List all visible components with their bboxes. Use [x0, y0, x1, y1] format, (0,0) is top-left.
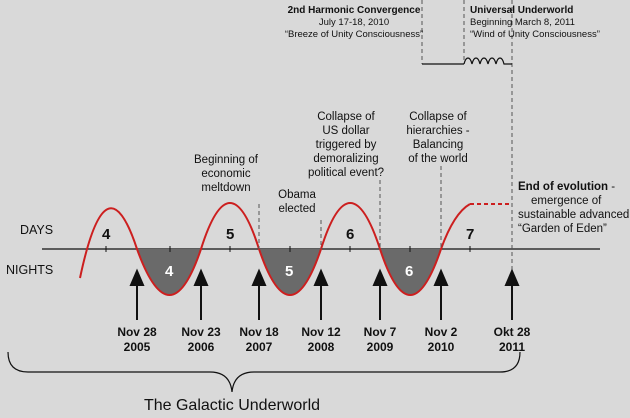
- svg-text:“Garden of Eden”: “Garden of Eden”: [518, 223, 607, 235]
- svg-text:US dollar: US dollar: [322, 125, 369, 137]
- svg-text:hierarchies -: hierarchies -: [406, 125, 469, 137]
- axis-ticks: [105, 246, 471, 252]
- svg-text:economic: economic: [201, 168, 250, 180]
- svg-text:2nd Harmonic Convergence: 2nd Harmonic Convergence: [288, 5, 421, 16]
- date-month: Okt 28: [494, 325, 531, 339]
- date-month: Nov 18: [239, 325, 279, 339]
- date-month: Nov 7: [364, 325, 397, 339]
- universal-wind-coil: [463, 57, 512, 65]
- svg-text:sustainable advanced: sustainable advanced: [518, 209, 629, 221]
- svg-text:Beginning March 8, 2011: Beginning March 8, 2011: [470, 17, 575, 28]
- date-year: 2010: [428, 340, 455, 354]
- night-number: 6: [405, 263, 413, 280]
- days-nights-wave: [79, 202, 471, 296]
- date-year: 2007: [246, 340, 273, 354]
- end-of-evolution-note: End of evolution - emergence of sustaina…: [518, 181, 629, 235]
- date-year: 2005: [124, 340, 151, 354]
- svg-text:Obama: Obama: [278, 189, 316, 201]
- end-title: End of evolution: [518, 181, 608, 193]
- svg-text:Collapse of: Collapse of: [409, 111, 467, 123]
- date-arrows: [129, 268, 520, 320]
- date-month: Nov 23: [181, 325, 221, 339]
- day-number: 4: [102, 226, 111, 243]
- universal-underworld-note: Universal Underworld Beginning March 8, …: [470, 5, 600, 40]
- date-year: 2011: [499, 340, 525, 354]
- event-meltdown: Beginning of economic meltdown: [194, 154, 259, 194]
- event-hierarchies: Collapse of hierarchies - Balancing of t…: [406, 111, 469, 165]
- svg-text:“Wind of Unity Consciousness”: “Wind of Unity Consciousness”: [470, 29, 600, 40]
- svg-text:emergence of: emergence of: [531, 195, 602, 207]
- event-dollar: Collapse of US dollar triggered by demor…: [308, 111, 384, 179]
- date-year: 2006: [188, 340, 215, 354]
- day-number: 6: [346, 226, 354, 243]
- date-year: 2009: [367, 340, 394, 354]
- svg-text:meltdown: meltdown: [201, 182, 250, 194]
- svg-text:“Breeze of Unity Consciousness: “Breeze of Unity Consciousness”: [285, 29, 423, 40]
- svg-text:demoralizing: demoralizing: [313, 153, 378, 165]
- svg-text:elected: elected: [278, 203, 315, 215]
- bottom-title: The Galactic Underworld: [144, 397, 320, 414]
- date-month: Nov 2: [425, 325, 458, 339]
- svg-text:of the world: of the world: [408, 153, 467, 165]
- days-label: DAYS: [20, 223, 53, 237]
- svg-text:Universal Underworld: Universal Underworld: [470, 5, 573, 16]
- date-labels: Nov 28 2005 Nov 23 2006 Nov 18 2007 Nov …: [117, 325, 530, 354]
- svg-text:Balancing: Balancing: [413, 139, 464, 151]
- svg-text:End of evolution -: End of evolution -: [518, 181, 615, 193]
- harmonic-convergence-note: 2nd Harmonic Convergence July 17-18, 201…: [285, 5, 423, 40]
- day-number: 7: [466, 226, 474, 243]
- date-month: Nov 12: [301, 325, 341, 339]
- nights-label: NIGHTS: [6, 263, 53, 277]
- event-obama: Obama elected: [278, 189, 316, 215]
- svg-text:Beginning of: Beginning of: [194, 154, 259, 166]
- svg-text:political event?: political event?: [308, 167, 384, 179]
- date-year: 2008: [308, 340, 335, 354]
- night-number: 4: [165, 263, 174, 280]
- date-month: Nov 28: [117, 325, 157, 339]
- day-number: 5: [226, 226, 234, 243]
- svg-text:July 17-18, 2010: July 17-18, 2010: [319, 17, 389, 28]
- svg-text:Collapse of: Collapse of: [317, 111, 375, 123]
- dashed-markers: [258, 0, 513, 286]
- galactic-underworld-brace: [7, 351, 521, 393]
- svg-text:triggered by: triggered by: [316, 139, 377, 151]
- night-number: 5: [285, 263, 293, 280]
